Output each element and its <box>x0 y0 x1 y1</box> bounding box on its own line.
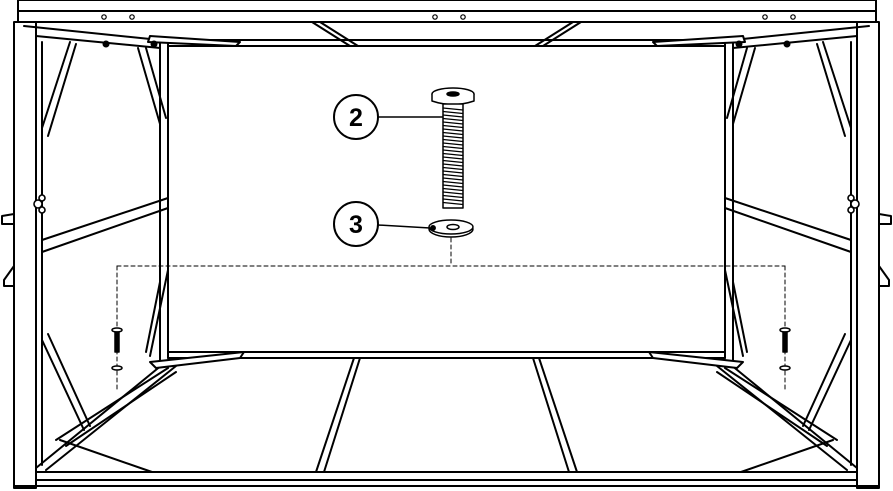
callout-2 <box>333 94 444 140</box>
left-side-frame <box>23 25 177 471</box>
bolt-thread <box>442 166 464 171</box>
bolt-thread <box>442 198 464 202</box>
right-side-frame <box>716 25 870 471</box>
bolt-thread <box>442 163 464 167</box>
bolt-thread <box>442 149 464 153</box>
bolt-thread <box>442 187 464 192</box>
bolt-thread <box>442 170 464 174</box>
bolt-thread <box>442 135 464 139</box>
top-depth-rails <box>102 21 791 48</box>
left-knob-icon <box>33 194 46 214</box>
callout-2-label: 2 <box>349 104 363 132</box>
bolt-thread <box>442 131 464 136</box>
bolt-thread <box>442 142 464 146</box>
bolt-thread <box>442 173 464 178</box>
left-mini-bolt-icon <box>111 327 123 371</box>
bolt-thread <box>442 114 464 118</box>
bolt-thread <box>442 184 464 188</box>
bolt-thread <box>442 177 464 181</box>
callout-3-label: 3 <box>349 211 363 239</box>
floor-frame <box>35 351 858 473</box>
assembly-guide-lines <box>116 237 786 391</box>
bolt-thread <box>442 152 464 157</box>
bolt-thread <box>442 124 464 129</box>
left-handle <box>1 213 15 287</box>
bolt-thread <box>442 128 464 132</box>
bolt-thread <box>442 145 464 150</box>
bolt-thread <box>442 107 464 111</box>
bolt-thread <box>442 191 464 195</box>
bolt-thread <box>442 201 464 206</box>
bolt-thread <box>442 159 464 164</box>
bolt-thread <box>442 194 464 199</box>
bolt-thread <box>442 110 464 115</box>
outer-frame <box>13 0 880 489</box>
washer <box>428 219 474 238</box>
bolt-thread <box>442 121 464 125</box>
bolt <box>431 87 475 209</box>
bolt-thread <box>442 156 464 160</box>
bolt-thread <box>442 117 464 122</box>
right-handle <box>878 213 892 287</box>
callout-3 <box>333 201 431 247</box>
right-mini-bolt-icon <box>779 327 791 371</box>
right-knob-icon <box>847 194 860 214</box>
bolt-thread <box>442 180 464 185</box>
top-rail-holes <box>101 14 796 20</box>
bolt-thread <box>442 138 464 143</box>
